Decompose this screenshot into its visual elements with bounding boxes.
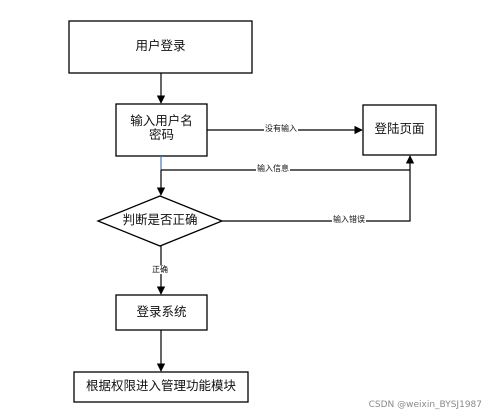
edge-label-input-error: 输入错误 — [332, 215, 366, 225]
node-login-box — [68, 20, 253, 74]
node-check-diamond — [96, 195, 224, 247]
node-input-name-box — [115, 103, 208, 157]
edge-label-input-info: 输入信息 — [256, 164, 290, 174]
edge-label-correct: 正确 — [151, 265, 169, 275]
node-login-system-box — [115, 294, 208, 331]
node-enter-modules-box — [73, 371, 249, 403]
node-login-page-box — [362, 104, 437, 156]
edge-label-no-input: 没有输入 — [264, 124, 298, 134]
node-check-label: 判断是否正确 — [122, 212, 198, 227]
node-input-name-label: 输入用户名 密码 — [130, 113, 193, 143]
csdn-watermark: CSDN @weixin_BYSJ1987 — [368, 400, 482, 410]
node-enter-modules-label: 根据权限进入管理功能模块 — [85, 378, 236, 393]
node-login-system-label: 登录系统 — [136, 304, 187, 319]
node-login-page-label: 登陆页面 — [374, 121, 425, 136]
edge-input-error — [222, 170, 411, 222]
node-login-label: 用户登录 — [135, 38, 186, 53]
